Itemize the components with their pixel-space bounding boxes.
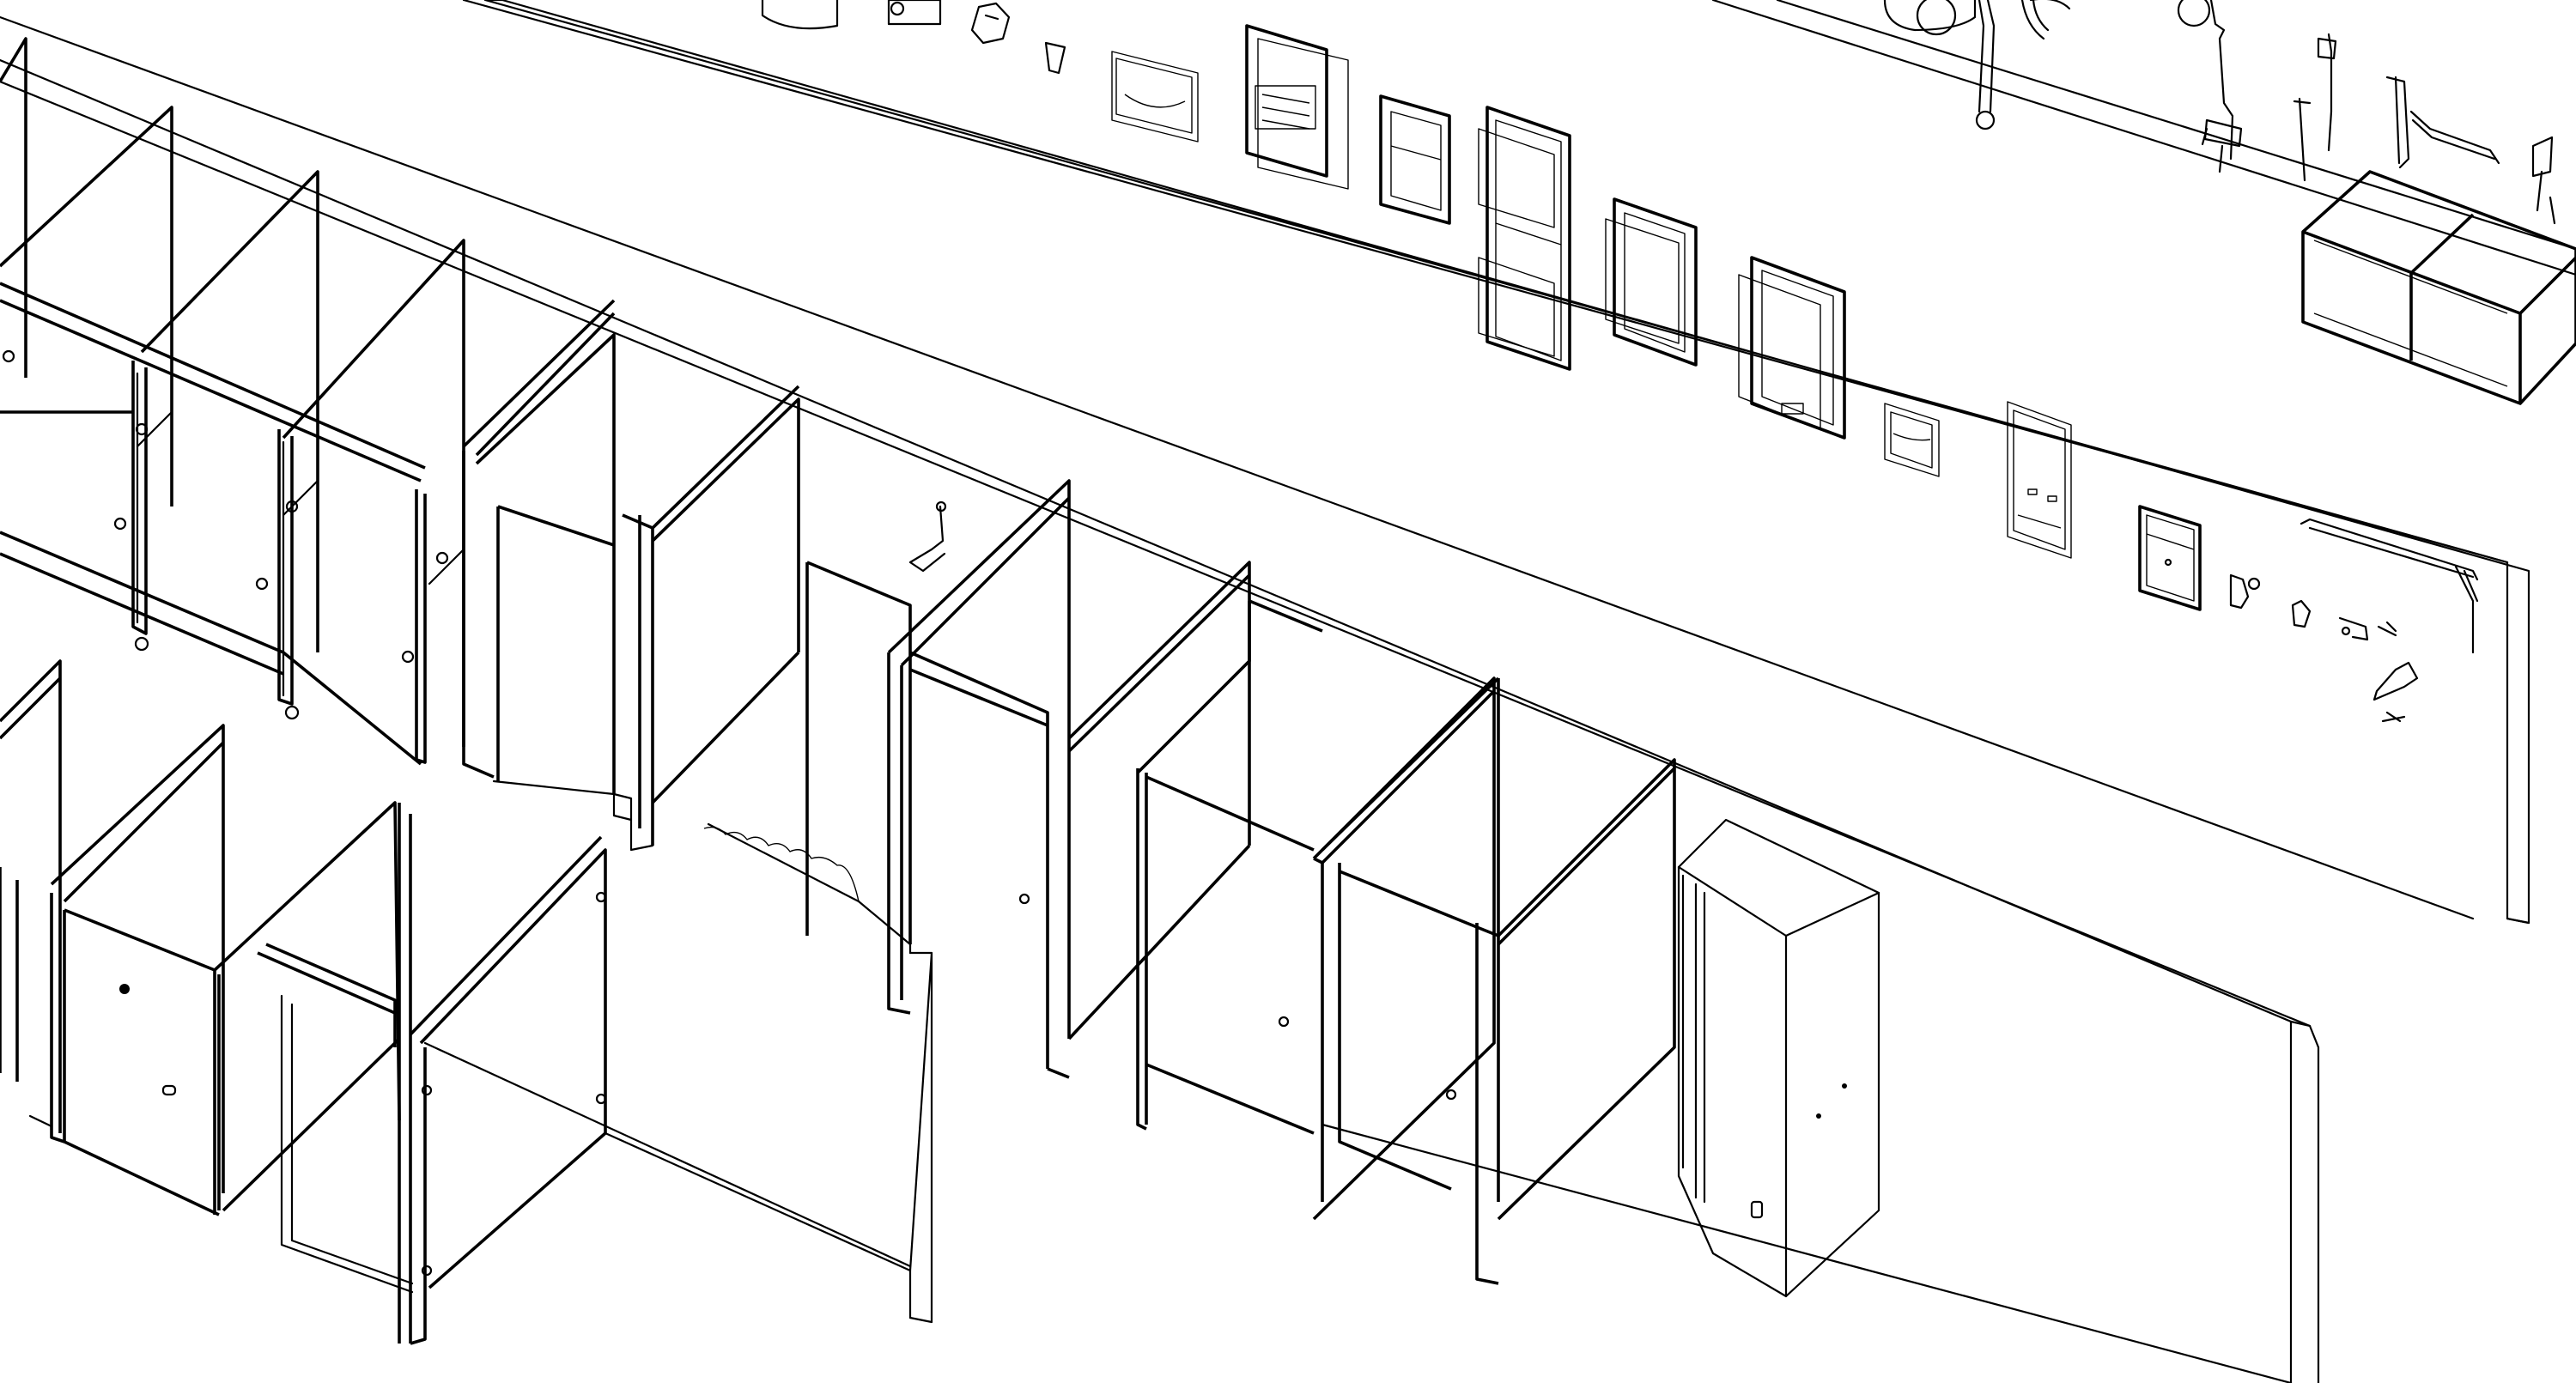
grab-bar-icon bbox=[2300, 518, 2479, 723]
recessed-cabinet-5-icon bbox=[1605, 197, 1698, 367]
back-partition-wall bbox=[0, 58, 2320, 1383]
shower-head-icon bbox=[908, 500, 947, 573]
vanity-cabinet bbox=[2301, 170, 2576, 405]
toilet-partition-bank-upper bbox=[0, 37, 465, 766]
accessory-wall bbox=[462, 0, 2530, 925]
seat-cover-dispenser-icon bbox=[970, 2, 1011, 45]
lower-floor-wall bbox=[423, 943, 2293, 1383]
towel-dispenser-icon bbox=[1884, 403, 1940, 477]
shower-head-icon bbox=[2177, 0, 2243, 173]
towel-ring-icon bbox=[2229, 573, 2261, 610]
paper-towel-dispenser-icon bbox=[761, 0, 839, 30]
recessed-cabinet-3-icon bbox=[1379, 94, 1451, 225]
recessed-cabinet-4-icon bbox=[1478, 106, 1571, 371]
medicine-cabinet-icon bbox=[2138, 505, 2202, 611]
locker-cabinet bbox=[1677, 818, 1880, 1298]
soap-dispenser-icon bbox=[887, 0, 942, 26]
sanitary-napkin-disposal-icon bbox=[1044, 41, 1066, 75]
grab-bar-corner-icon bbox=[2385, 76, 2556, 225]
hand-shower-icon bbox=[2293, 33, 2337, 182]
fixture-wall bbox=[1711, 0, 2576, 276]
recessed-cabinet-1-icon bbox=[1111, 51, 1199, 143]
shower-stall bbox=[703, 500, 947, 946]
recessed-cabinet-6-icon bbox=[1738, 256, 1846, 440]
middle-wall bbox=[0, 15, 2475, 920]
recessed-cabinet-2-icon bbox=[1245, 24, 1349, 190]
toilet-paper-holder-icon bbox=[2291, 599, 2369, 641]
accessory-items bbox=[761, 0, 2479, 723]
waste-receptacle-icon bbox=[2007, 401, 2072, 559]
toilet-partition-bank-lower bbox=[0, 659, 607, 1345]
plumbing-fixtures bbox=[1883, 0, 2556, 225]
toilet-compartment-row-middle bbox=[887, 479, 1676, 1285]
drinking-fountain-icon bbox=[1883, 0, 2071, 130]
urinal-screen-set bbox=[462, 299, 800, 852]
